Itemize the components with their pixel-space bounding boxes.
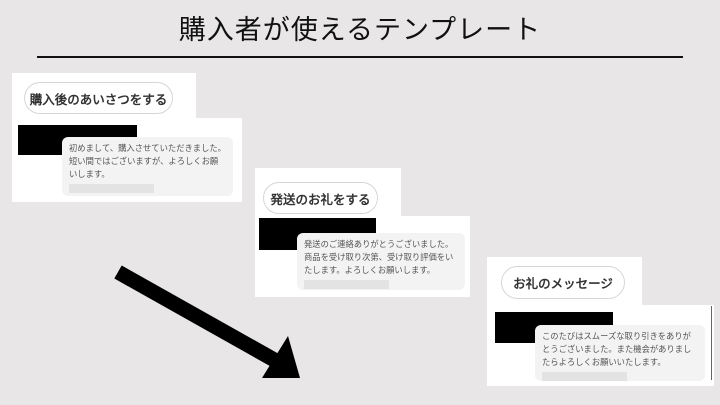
message-text: 初めまして、購入させていただきました。短い間ではございますが、よろしくお願いしま…	[69, 143, 226, 179]
scrollbar[interactable]	[711, 306, 712, 380]
message-text: 発送のご連絡ありがとうございました。商品を受け取り次第、受け取り評価をいたします…	[304, 239, 454, 275]
template-button[interactable]: お礼のメッセージ	[501, 266, 625, 299]
timestamp-placeholder	[304, 280, 389, 289]
timestamp-placeholder	[69, 184, 154, 193]
message-bubble: 初めまして、購入させていただきました。短い間ではございますが、よろしくお願いしま…	[62, 137, 233, 196]
message-bubble: 発送のご連絡ありがとうございました。商品を受け取り次第、受け取り評価をいたします…	[297, 233, 465, 290]
timestamp-placeholder	[542, 372, 627, 381]
template-button[interactable]: 購入後のあいさつをする	[24, 82, 173, 114]
template-button[interactable]: 発送のお礼をする	[263, 182, 378, 214]
message-bubble: このたびはスムーズな取り引きをありがとうございました。また機会がありましたらよろ…	[535, 325, 705, 381]
title-divider	[37, 56, 683, 58]
page-title: 購入者が使えるテンプレート	[178, 15, 542, 46]
message-text: このたびはスムーズな取り引きをありがとうございました。また機会がありましたらよろ…	[542, 331, 692, 367]
